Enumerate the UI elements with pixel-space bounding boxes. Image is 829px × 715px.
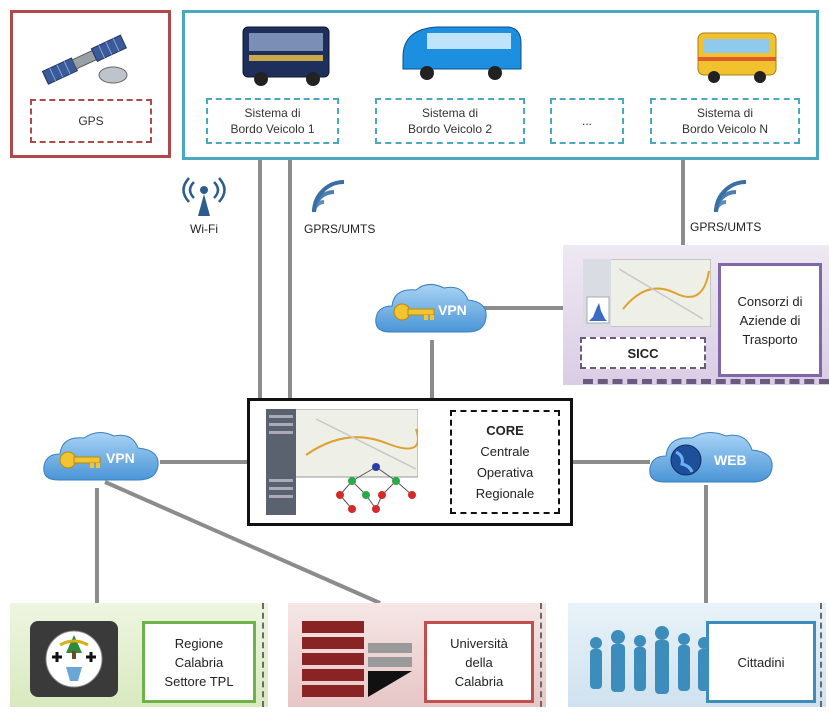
satellite-icon — [41, 34, 128, 85]
university-logo-icon — [302, 621, 412, 697]
consorzi-line1: Consorzi di — [737, 293, 803, 309]
cloud-icon — [375, 284, 487, 333]
vehicle-ellipsis: ... — [581, 114, 592, 128]
sicc-label: SICC — [627, 345, 659, 361]
cittadini-box: Cittadini — [706, 621, 816, 703]
core-map-network-icon — [266, 409, 418, 515]
gprs-signal-icon-left — [312, 180, 345, 213]
regione-box: Regione Calabria Settore TPL — [142, 621, 256, 703]
sicc-label-box: SICC — [580, 337, 706, 369]
vehicle-1-line2: Bordo Veicolo 1 — [230, 122, 315, 136]
universita-box: Università della Calabria — [424, 621, 534, 703]
vpn-cloud-left: VPN — [40, 428, 162, 490]
vehicles-panel: Sistema di Bordo Veicolo 1 Sistema di Bo… — [182, 10, 819, 160]
consorzi-line3: Trasporto — [742, 331, 798, 347]
calabria-crest-icon — [45, 630, 103, 688]
vehicle-2-line1: Sistema di — [421, 106, 479, 120]
vehicle-box-n: Sistema di Bordo Veicolo N — [650, 98, 800, 144]
gps-label: GPS — [78, 114, 104, 128]
gprs-label-left: GPRS/UMTS — [304, 222, 376, 236]
consorzi-box: Consorzi di Aziende di Trasporto — [718, 263, 822, 377]
vehicle-box-2: Sistema di Bordo Veicolo 2 — [375, 98, 525, 144]
cittadini-label: Cittadini — [737, 654, 785, 670]
vehicle-box-ellipsis: ... — [550, 98, 624, 144]
regione-line3: Settore TPL — [164, 673, 234, 689]
web-cloud: WEB — [646, 428, 778, 492]
line-vpnleft-universita — [104, 480, 381, 605]
vehicle-n-line1: Sistema di — [696, 106, 754, 120]
wifi-icon — [182, 177, 226, 216]
web-label: WEB — [714, 452, 747, 468]
core-label-box: CORE Centrale Operativa Regionale — [450, 410, 560, 514]
gprs-label-right: GPRS/UMTS — [690, 220, 762, 234]
universita-panel: Università della Calabria — [288, 603, 546, 707]
universita-right-border — [540, 603, 542, 707]
bus-icon-n — [697, 32, 777, 83]
universita-line2: della — [465, 654, 493, 670]
bus-icon-1 — [242, 26, 330, 86]
regione-logo-icon — [30, 621, 118, 697]
vehicle-n-line2: Bordo Veicolo N — [681, 122, 769, 136]
vehicle-1-line1: Sistema di — [244, 106, 301, 120]
regione-right-border — [262, 603, 264, 707]
gps-label-box: GPS — [30, 99, 152, 143]
cloud-icon — [43, 432, 159, 481]
gps-panel: GPS — [10, 10, 171, 158]
universita-line1: Università — [450, 635, 508, 651]
sicc-panel: SICC Consorzi di Aziende di Trasporto — [563, 245, 829, 385]
people-silhouettes-icon — [590, 626, 710, 694]
cittadini-right-border — [820, 603, 822, 707]
vehicle-box-1: Sistema di Bordo Veicolo 1 — [206, 98, 339, 144]
cittadini-panel: Cittadini — [568, 603, 826, 707]
regione-line2: Calabria — [174, 654, 224, 670]
gprs-signal-icon-right — [714, 180, 747, 213]
vpn-cloud-top: VPN — [372, 280, 490, 342]
vehicle-2-line2: Bordo Veicolo 2 — [407, 122, 493, 136]
core-title: CORE — [486, 423, 524, 438]
core-line3: Regionale — [475, 486, 535, 501]
consorzi-line2: Aziende di — [739, 312, 801, 328]
core-panel: CORE Centrale Operativa Regionale — [247, 398, 573, 526]
regione-line1: Regione — [174, 635, 224, 651]
map-screenshot-icon — [583, 259, 711, 327]
vpn-top-label: VPN — [438, 302, 467, 318]
wifi-label: Wi-Fi — [190, 222, 218, 236]
core-line2: Operativa — [476, 465, 534, 480]
cloud-icon — [649, 432, 773, 483]
regione-panel: Regione Calabria Settore TPL — [10, 603, 268, 707]
bus-icon-2 — [402, 26, 522, 80]
universita-line3: Calabria — [454, 673, 504, 689]
core-line1: Centrale — [480, 444, 530, 459]
vpn-left-label: VPN — [106, 450, 135, 466]
sicc-bottom-border — [583, 379, 829, 384]
